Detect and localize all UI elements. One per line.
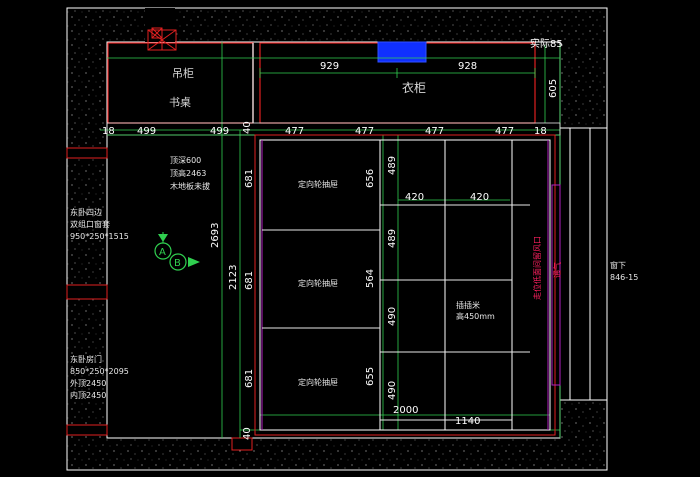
dim-420-a: 420 [405, 192, 424, 203]
bottom-opening [231, 437, 253, 451]
dim-bottom-40: 40 [242, 427, 253, 440]
dim-489-a: 489 [387, 156, 398, 175]
dim-489-b: 489 [387, 229, 398, 248]
wardrobe-label: 衣柜 [402, 80, 426, 95]
dim-1140: 1140 [455, 416, 480, 427]
marker-b-label: B [174, 258, 181, 269]
dim-row-3: 40 [242, 121, 253, 134]
window-right-size-label: 846-15 [610, 273, 638, 282]
corner-note-2-label: 高450mm [456, 311, 495, 321]
ceiling-height-label: 顶高2463 [170, 168, 206, 178]
dim-row-0: 18 [102, 126, 115, 137]
floor-note-label: 木地板未拔 [170, 181, 210, 191]
dim-row-8: 18 [534, 126, 547, 137]
dim-681-c: 681 [244, 369, 255, 388]
door-inner-label: 内顶2450 [70, 390, 106, 400]
vertical-red-note: 走位低面间留风口 [532, 236, 542, 300]
ceiling-depth-label: 顶深600 [170, 156, 201, 165]
dim-top-left: 929 [320, 61, 339, 72]
window-right-label: 窗下 [610, 260, 626, 270]
room-interior [106, 41, 561, 439]
drawer-label-2: 定向轮抽屉 [298, 278, 338, 288]
window-type-label: 双组口窗套 [70, 219, 110, 229]
door-left [66, 424, 108, 436]
dim-2000: 2000 [393, 405, 418, 416]
dim-row-1: 499 [137, 126, 156, 137]
vent-blue-block [377, 41, 427, 63]
dim-left-tall: 2693 [210, 223, 221, 248]
vertical-note-2: 通气 [552, 262, 562, 278]
section-marker [154, 232, 200, 271]
dim-490-b: 490 [387, 381, 398, 400]
drawer-label-3: 定向轮抽屉 [298, 377, 338, 387]
hanging-cabinet-label: 吊柜 [172, 67, 194, 80]
labels: 吊柜 书桌 衣柜 实际85 顶深600 顶高2463 木地板未拔 东卧四边 双组… [70, 37, 638, 400]
marker-a-label: A [159, 247, 166, 258]
wall-bottom [67, 438, 607, 470]
window-left-top [66, 147, 108, 159]
dim-681-a: 681 [244, 169, 255, 188]
dim-row-2: 499 [210, 126, 229, 137]
wall-left [67, 8, 107, 470]
dim-655: 655 [365, 367, 376, 386]
dim-right-top: 605 [548, 79, 559, 98]
wall-right-top [560, 8, 607, 128]
top-cross-marks [147, 27, 177, 51]
marker-b-circle [169, 253, 187, 271]
window-size-label: 950*250*1515 [70, 232, 129, 241]
dim-row-6: 477 [425, 126, 444, 137]
walls [66, 7, 608, 471]
window-right [559, 127, 608, 401]
dim-681-b: 681 [244, 271, 255, 290]
dim-420-b: 420 [470, 192, 489, 203]
corner-note-label: 插插米 [456, 300, 480, 310]
dim-top-right: 928 [458, 61, 477, 72]
window-title-label: 东卧四边 [70, 207, 102, 217]
dim-left-mid: 2123 [228, 265, 239, 290]
dim-490-a: 490 [387, 307, 398, 326]
dimension-labels: 929 928 605 18 499 499 40 477 477 477 47… [102, 61, 559, 440]
dim-row-5: 477 [355, 126, 374, 137]
drawer-label-1: 定向轮抽屉 [298, 179, 338, 189]
actual-width-label: 实际85 [530, 37, 563, 50]
window-left-bottom [66, 284, 108, 300]
dim-564: 564 [365, 269, 376, 288]
door-size-label: 850*250*2095 [70, 367, 129, 376]
desk-label: 书桌 [169, 96, 191, 109]
top-opening [145, 8, 175, 42]
door-title-label: 东卧房门 [70, 354, 102, 364]
dim-row-4: 477 [285, 126, 304, 137]
wardrobe-interior [254, 134, 561, 436]
dim-656: 656 [365, 169, 376, 188]
door-outer-label: 外顶2450 [70, 378, 106, 388]
dim-row-7: 477 [495, 126, 514, 137]
